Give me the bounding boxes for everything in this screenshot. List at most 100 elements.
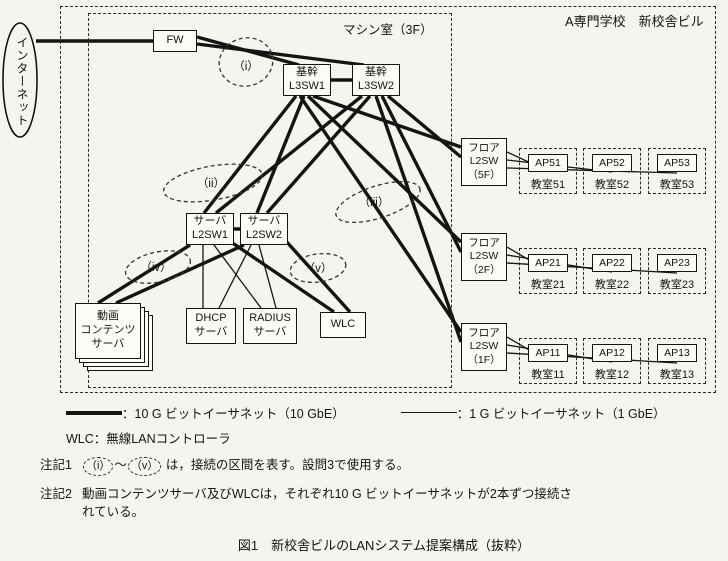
section-labels: （i） （ii） （iii） （iv） （v） <box>140 60 389 275</box>
node-label-line: DHCP <box>195 312 227 325</box>
note1-label: 注記1 <box>40 458 72 472</box>
node-label-line: L3SW1 <box>288 80 326 92</box>
room-label: 教室11 <box>531 369 565 381</box>
link-srv2-radius <box>258 244 277 309</box>
node-label-line: サーバ <box>253 326 287 338</box>
server-l2sw2-node: サーバ L2SW2 <box>240 213 288 245</box>
node-label-line: サーバ <box>193 215 227 228</box>
node-label-line: L2SW <box>469 340 499 353</box>
section-oval-v <box>289 252 347 284</box>
ap-label: AP51 <box>535 157 561 169</box>
ap12-node: AP12 <box>592 344 632 362</box>
note1-text: は，接続の区間を表す。設問3で使用する。 <box>165 458 410 472</box>
node-label-line: L3SW2 <box>357 80 395 92</box>
note2-label: 注記2 <box>40 486 72 501</box>
node-label-line: L2SW1 <box>191 229 229 241</box>
ap-label: AP52 <box>599 157 625 169</box>
building-boundary <box>60 6 716 393</box>
section-oval-ii <box>163 163 263 203</box>
node-label-line: （5F） <box>467 168 501 181</box>
room-label: 教室52 <box>594 179 630 191</box>
section-label-iv: （iv） <box>140 261 171 274</box>
thin-line-sample <box>400 412 457 413</box>
link-srv1-wlc <box>230 240 335 314</box>
room-label: 教室12 <box>594 369 630 381</box>
node-label-line: （2F） <box>467 263 501 276</box>
link-core1-floor2 <box>306 94 463 244</box>
floor-l2sw-2f-node: フロア L2SW （2F） <box>461 233 507 281</box>
section-label-ii: （ii） <box>197 177 225 190</box>
internet-label: インターネット <box>15 35 29 127</box>
room-label: 教室23 <box>659 279 695 291</box>
ap51-node: AP51 <box>528 154 568 172</box>
room-label: 教室13 <box>659 369 695 381</box>
thick-line-label: ：10 G ビットイーサネット（10 GbE） <box>122 407 345 421</box>
classroom-51: AP51 教室51 <box>519 148 577 194</box>
note-1: 注記1 （i）～（v） は，接続の区間を表す。設問3で使用する。 <box>40 456 728 476</box>
section-label-i: （i） <box>233 60 259 73</box>
ap-label: AP12 <box>599 347 625 359</box>
node-label-line: （1F） <box>467 353 501 366</box>
classroom-52: AP52 教室52 <box>583 148 641 194</box>
thick-line-sample <box>66 410 122 415</box>
radius-server-node: RADIUS サーバ <box>243 308 297 344</box>
diagram-wires: （i） （ii） （iii） （iv） （v） <box>2 22 678 364</box>
floor-l2sw-5f-node: フロア L2SW （5F） <box>461 138 507 186</box>
node-label-line: サーバ <box>247 215 281 228</box>
node-label-line: フロア <box>468 237 500 250</box>
classroom-12: AP12 教室12 <box>583 338 641 384</box>
note2-line1: 動画コンテンツサーバ及びWLCは，それぞれ10 G ビットイーサネットが2本ずつ… <box>81 486 572 501</box>
node-label-line: 基幹 <box>365 66 387 79</box>
node-label-line: 基幹 <box>296 66 318 79</box>
machine-room-boundary <box>88 13 452 388</box>
video-server-box: 動画 コンテンツ サーバ <box>75 303 141 359</box>
internet-oval <box>2 22 38 138</box>
ap-label: AP23 <box>664 257 690 269</box>
link-core1-srv2 <box>255 95 306 214</box>
node-label-line: L2SW2 <box>245 229 283 241</box>
classroom-23: AP23 教室23 <box>648 248 706 294</box>
classroom-13: AP13 教室13 <box>648 338 706 384</box>
ap23-node: AP23 <box>657 254 697 272</box>
core-l3sw1-node: 基幹 L3SW1 <box>283 64 331 96</box>
node-label-line: フロア <box>468 142 500 155</box>
classroom-21: AP21 教室21 <box>519 248 577 294</box>
ap-label: AP21 <box>535 257 561 269</box>
section-oval-iii <box>335 180 421 224</box>
dhcp-server-node: DHCP サーバ <box>186 308 236 344</box>
link-srv2-wlc <box>283 238 352 314</box>
ap11-node: AP11 <box>528 344 568 362</box>
legend: ：10 G ビットイーサネット（10 GbE） ：1 G ビットイーサネット（1… <box>66 403 728 422</box>
link-core1-floor1 <box>298 95 463 333</box>
ap-label: AP11 <box>535 347 561 359</box>
section-oval-iv <box>124 250 192 284</box>
ap21-node: AP21 <box>528 254 568 272</box>
node-label-line: サーバ <box>91 337 125 350</box>
note1-body: （i）～（v） は，接続の区間を表す。設問3で使用する。 <box>82 456 409 476</box>
machine-room-title: マシン室（3F） <box>343 23 433 37</box>
link-srv2-dhcp <box>218 244 252 309</box>
room-label: 教室51 <box>530 179 566 191</box>
ap-label: AP53 <box>664 157 690 169</box>
node-label-line: 動画 <box>97 310 119 323</box>
floor-l2sw-1f-node: フロア L2SW （1F） <box>461 323 507 371</box>
link-core2-floor5 <box>386 94 463 159</box>
node-label-line: L2SW <box>469 250 499 263</box>
note-2: 注記2 動画コンテンツサーバ及びWLCは，それぞれ10 G ビットイーサネットが… <box>40 485 728 523</box>
link-srv2-video <box>115 243 245 305</box>
server-l2sw1-node: サーバ L2SW1 <box>186 213 234 245</box>
ap-label: AP22 <box>599 257 625 269</box>
classroom-22: AP22 教室22 <box>583 248 641 294</box>
node-label-line: コンテンツ <box>80 324 136 337</box>
note1-tilde: ～ <box>114 458 127 472</box>
video-server-node: 動画 コンテンツ サーバ <box>75 303 155 373</box>
ap-label: AP13 <box>664 347 690 359</box>
node-label-line: RADIUS <box>249 312 291 325</box>
link-srv1-radius <box>213 244 262 309</box>
fw-node: FW <box>153 30 197 52</box>
link-core2-floor2 <box>380 95 463 253</box>
wlc-node: WLC <box>320 312 366 338</box>
classroom-53: AP53 教室53 <box>648 148 706 194</box>
classroom-11: AP11 教室11 <box>519 338 577 384</box>
node-label-line: FW <box>166 34 184 47</box>
